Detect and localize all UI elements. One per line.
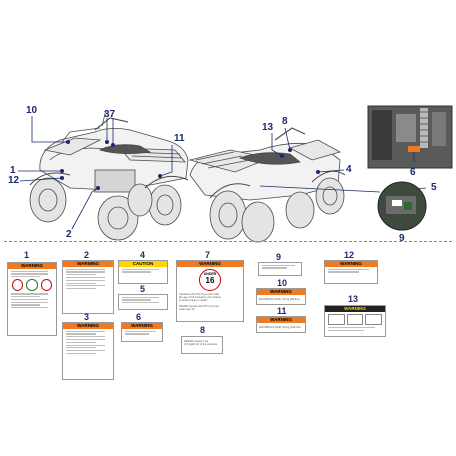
label-10-header: WARNING <box>257 289 305 295</box>
label-number-10: 10 <box>277 278 288 288</box>
callout-12: 12 <box>8 175 20 186</box>
label-11-header: WARNING <box>257 317 305 323</box>
callout-1: 1 <box>10 165 16 176</box>
label-2-header: WARNING <box>63 261 113 267</box>
label-number-9: 9 <box>276 252 282 262</box>
callout-4: 4 <box>346 164 352 175</box>
label-2: WARNING <box>62 260 114 314</box>
label-number-13: 13 <box>348 294 359 304</box>
callout-13: 13 <box>262 122 274 133</box>
label-number-3: 3 <box>84 312 90 322</box>
engine-photo <box>367 105 453 169</box>
label-4-header: CAUTION <box>119 261 167 267</box>
helmet-icon <box>26 279 38 292</box>
label-10: WARNING MAXIMUM LOAD: 30 kg (66 lbs) <box>256 288 306 305</box>
section-divider <box>4 241 452 242</box>
callout-9: 9 <box>399 233 405 244</box>
label-13-header: WARNING <box>325 306 385 312</box>
label-10-text: MAXIMUM LOAD: 30 kg (66 lbs) <box>259 297 300 301</box>
label-13: WARNING <box>324 305 386 337</box>
magnified-inset <box>377 181 427 231</box>
callout-2: 2 <box>66 229 72 240</box>
label-8: NEVER exceed 7 psi (0.5 kgf/cm2) of tire… <box>181 336 223 354</box>
label-number-12: 12 <box>344 250 355 260</box>
label-number-1: 1 <box>24 250 30 260</box>
passenger-prohibition-icon <box>40 279 52 292</box>
leader-lines <box>18 116 427 230</box>
label-12: WARNING <box>324 260 378 284</box>
badge-age-number: 16 <box>205 276 215 285</box>
label-number-2: 2 <box>84 250 90 260</box>
label-1-header: WARNING <box>8 263 56 269</box>
load-diagram-icon <box>328 314 345 325</box>
label-3: WARNING <box>62 322 114 380</box>
label-number-6: 6 <box>136 312 142 322</box>
label-1: WARNING <box>7 262 57 336</box>
label-7-body: Operating this ATV if you are under the … <box>179 293 221 312</box>
label-11: WARNING MAXIMUM LOAD: 60 kg (132 lbs) <box>256 316 306 333</box>
callout-5: 5 <box>431 182 437 193</box>
label-3-header: WARNING <box>63 323 113 329</box>
label-6: WARNING <box>121 322 163 342</box>
label-4: CAUTION <box>118 260 168 284</box>
label-number-8: 8 <box>200 325 206 335</box>
callout-8: 8 <box>282 116 288 127</box>
badge-under-text: UNDER <box>203 272 217 276</box>
prohibition-icon <box>12 279 24 292</box>
label-12-header: WARNING <box>325 261 377 267</box>
callout-6: 6 <box>410 167 416 178</box>
under-16-badge: UNDER 16 <box>199 269 221 291</box>
atv-rear-view <box>188 127 346 243</box>
cargo-icon <box>346 314 364 325</box>
label-8-text: NEVER exceed 7 psi (0.5 kgf/cm2) of tire… <box>184 340 218 347</box>
label-6-header: WARNING <box>122 323 162 329</box>
callout-37: 37 <box>104 109 116 120</box>
label-number-7: 7 <box>205 250 211 260</box>
atv-front-view <box>29 109 189 241</box>
label-number-4: 4 <box>140 250 146 260</box>
callout-markers <box>60 140 320 190</box>
label-5 <box>118 294 168 310</box>
label-number-11: 11 <box>277 306 287 316</box>
label-11-text: MAXIMUM LOAD: 60 kg (132 lbs) <box>259 325 301 329</box>
label-7-header: WARNING <box>177 261 243 267</box>
label-7: WARNING UNDER 16 Operating this ATV if y… <box>176 260 244 322</box>
label-number-5: 5 <box>140 284 146 294</box>
label-9 <box>258 262 302 276</box>
callout-11: 11 <box>174 133 185 144</box>
atv-diagram <box>18 105 453 243</box>
tow-icon <box>365 314 383 325</box>
callout-10: 10 <box>26 105 38 116</box>
